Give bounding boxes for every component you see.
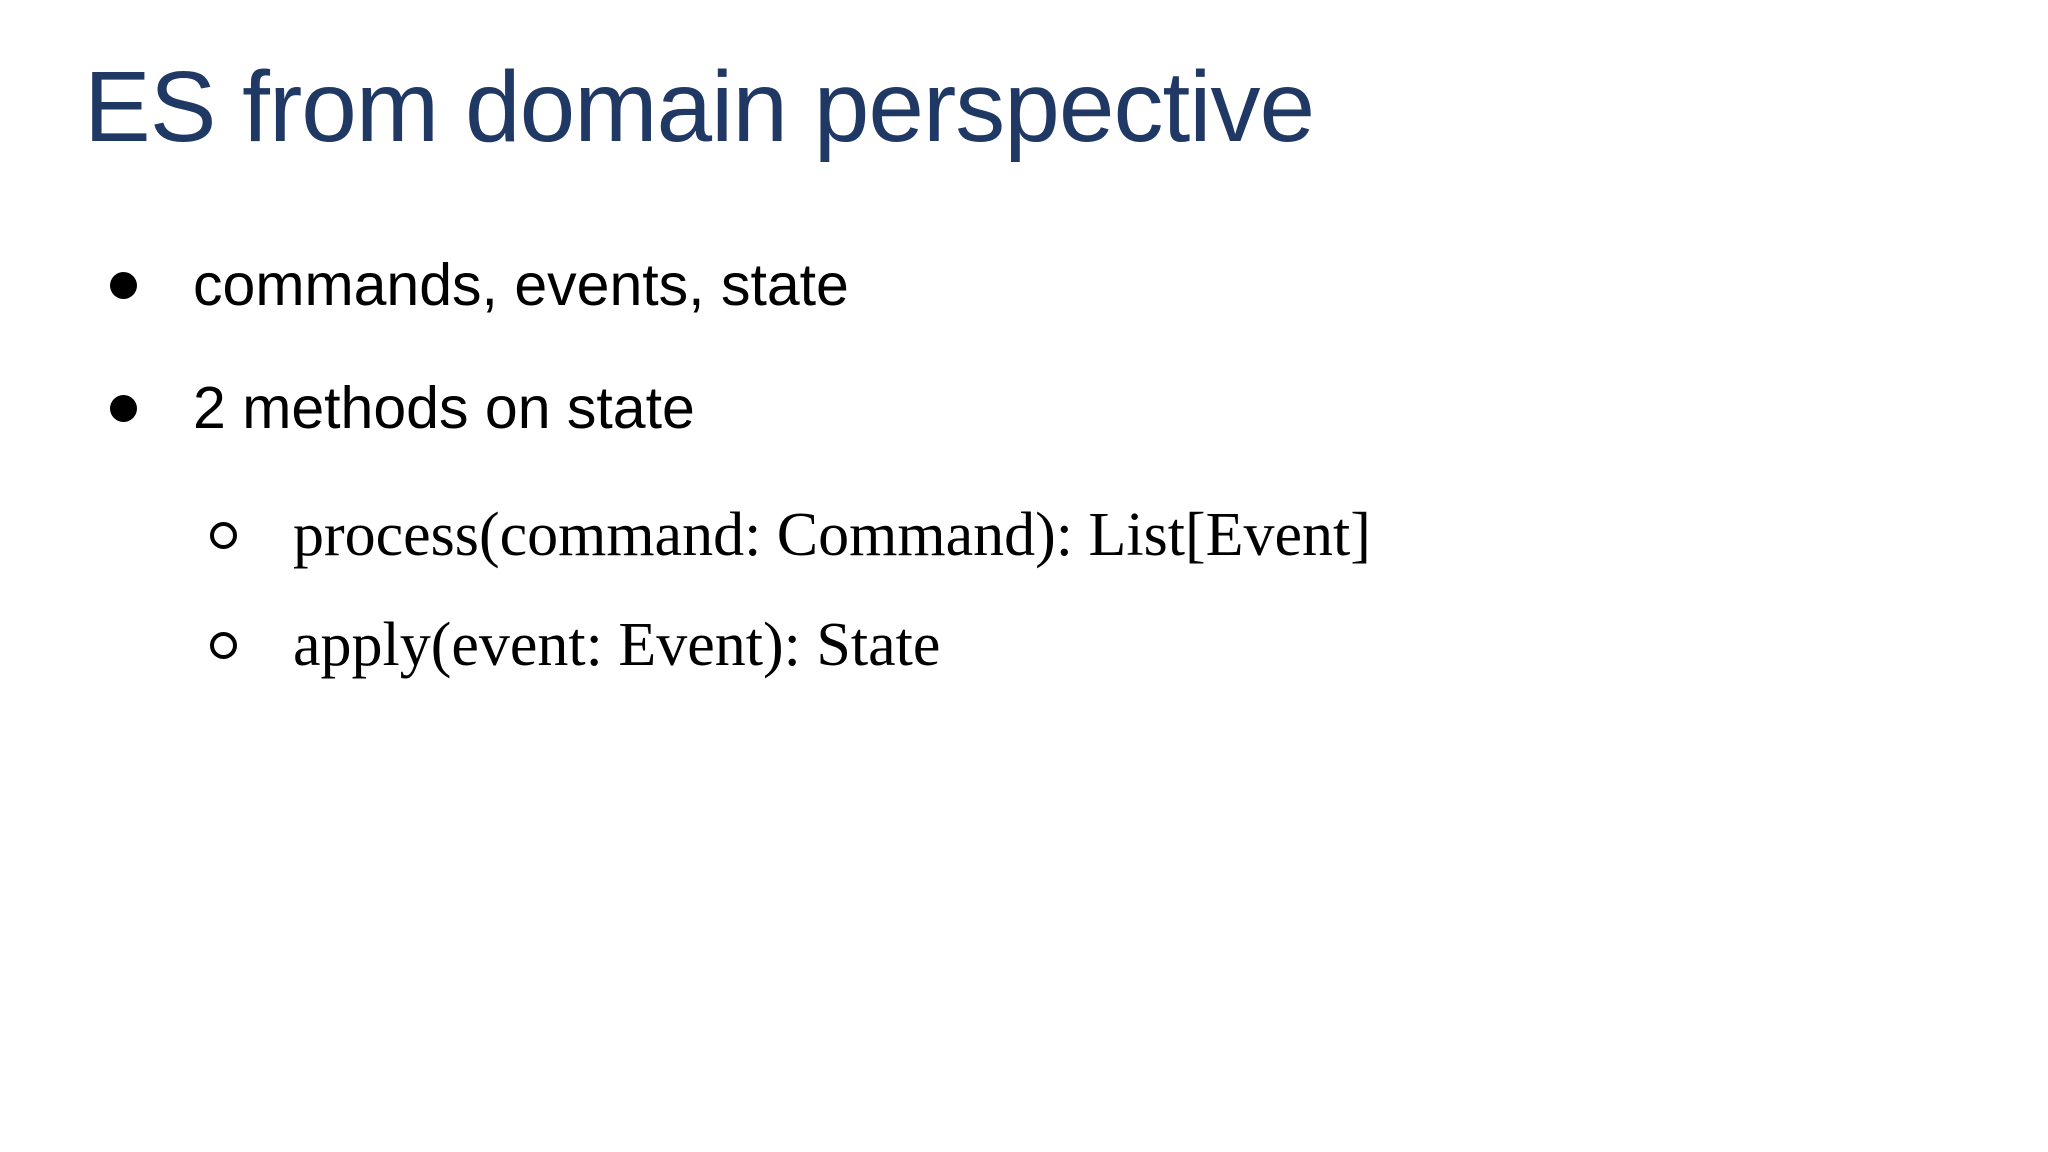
- bullet-circle-icon: [210, 521, 237, 549]
- bullet-item: process(command: Command): List[Event]: [210, 500, 1371, 570]
- bullet-item-label: 2 methods on state: [193, 375, 695, 441]
- bullet-item-label: apply(event: Event): State: [293, 610, 941, 679]
- bullet-dot-icon: [110, 394, 137, 422]
- bullet-circle-icon: [210, 631, 237, 659]
- slide-title: ES from domain perspective: [84, 51, 1315, 163]
- bullet-item-label: commands, events, state: [193, 252, 849, 318]
- bullet-item-label: process(command: Command): List[Event]: [293, 500, 1371, 569]
- bullet-dot-icon: [110, 271, 137, 299]
- bullet-item: commands, events, state: [110, 250, 849, 320]
- bullet-item: apply(event: Event): State: [210, 610, 940, 680]
- bullet-item: 2 methods on state: [110, 373, 695, 443]
